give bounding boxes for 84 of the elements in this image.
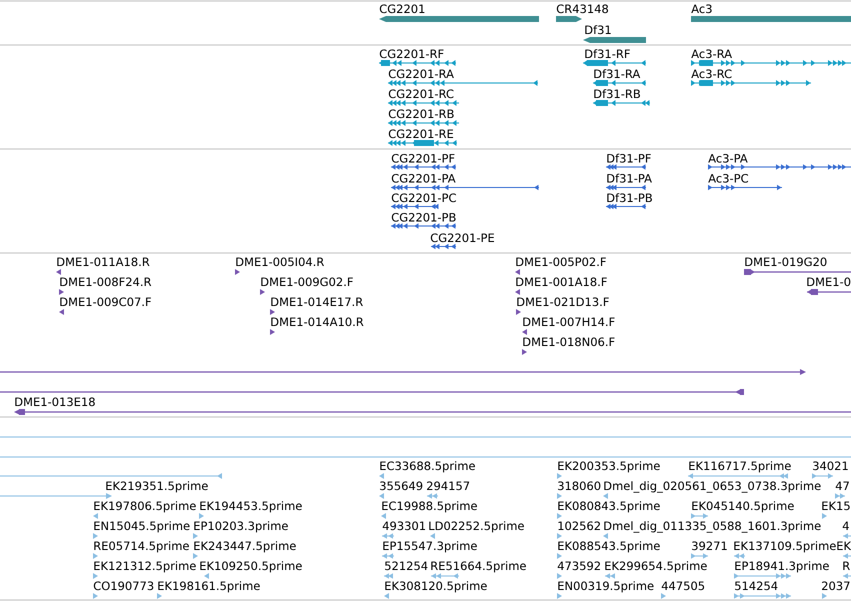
feature-label: EK045140.5prime bbox=[692, 501, 794, 512]
feature-label: Df31-PB bbox=[607, 193, 652, 202]
feature-label: 355649 bbox=[380, 481, 422, 490]
feature-label: EK219351.5prime bbox=[106, 481, 208, 492]
feature-label: EK bbox=[837, 542, 851, 550]
feature-label: DME1-019G20 bbox=[745, 257, 826, 266]
feature-label: RE05714.5prime bbox=[94, 541, 189, 552]
feature-label: DME1-007H14.F bbox=[523, 317, 615, 326]
feature-label: 318060 bbox=[558, 481, 600, 490]
feature-label: 493301 bbox=[382, 521, 426, 530]
feature-label: EC19988.5prime bbox=[382, 501, 477, 512]
feature-label: DME1-018N06.F bbox=[523, 337, 614, 346]
feature-label: EN15045.5prime bbox=[94, 521, 190, 532]
feature-label: Df31 bbox=[585, 25, 611, 34]
feature-label: EP10203.3prime bbox=[194, 521, 288, 532]
feature-label: 39271 bbox=[692, 541, 727, 550]
feature-label: Ac3-PA bbox=[708, 154, 748, 163]
feature-label: EN00319.5prime bbox=[558, 581, 654, 592]
feature-label: EP18941.3prime bbox=[735, 561, 829, 572]
feature-label: Dmel_dig_020561_0653_0738.3prime bbox=[604, 481, 821, 493]
feature-label: DME1-014A10.R bbox=[271, 317, 364, 326]
feature-label: DME1-0 bbox=[807, 277, 850, 286]
feature-label: CO190773 bbox=[94, 581, 154, 590]
feature-label: CG2201-RA bbox=[388, 69, 454, 78]
feature-label: 473592 bbox=[558, 561, 600, 570]
feature-label: CG2201-PC bbox=[392, 193, 456, 202]
feature-label: EC33688.5prime bbox=[380, 461, 475, 472]
feature-label: 34021 bbox=[813, 461, 848, 470]
feature-label: 294157 bbox=[427, 481, 470, 490]
feature-label: CG2201-PB bbox=[392, 212, 456, 222]
feature-label: Df31-RF bbox=[585, 49, 630, 58]
feature-label: DME1-013E18 bbox=[15, 397, 95, 406]
feature-label: R bbox=[843, 562, 850, 570]
feature-label: Ac3 bbox=[691, 4, 712, 14]
feature-label: Df31-RB bbox=[594, 89, 640, 98]
feature-label: Ac3-PC bbox=[708, 174, 748, 183]
feature-label: EK308120.5prime bbox=[385, 581, 487, 592]
feature-label: DME1-001A18.F bbox=[516, 277, 607, 286]
feature-label: EK080843.5prime bbox=[558, 501, 660, 512]
feature-label: EK194453.5prime bbox=[200, 501, 302, 512]
feature-label: RE51664.5prime bbox=[431, 561, 526, 572]
feature-label: 4 bbox=[842, 522, 849, 530]
feature-label: CG2201-RB bbox=[388, 109, 454, 118]
feature-label: Df31-PF bbox=[607, 154, 651, 163]
feature-label: 447505 bbox=[662, 581, 704, 590]
feature-label: CG2201-RC bbox=[388, 89, 454, 98]
feature-label: EK243447.5prime bbox=[194, 541, 296, 552]
feature-label: 102562 bbox=[558, 521, 600, 530]
feature-label: LD02252.5prime bbox=[429, 521, 524, 532]
feature-label: CG2201-PE bbox=[430, 233, 494, 242]
feature-label: CR43148 bbox=[556, 4, 608, 14]
feature-label: Ac3-RC bbox=[691, 69, 732, 78]
feature-label: 514254 bbox=[735, 581, 778, 590]
feature-label: EK088543.5prime bbox=[558, 541, 660, 552]
feature-label: DME1-011A18.R bbox=[57, 257, 150, 266]
feature-label: EK116717.5prime bbox=[689, 461, 791, 472]
feature-label: Df31-PA bbox=[607, 174, 652, 183]
feature-label: DME1-008F24.R bbox=[60, 277, 152, 286]
feature-label: DME1-005I04.R bbox=[236, 257, 324, 266]
feature-label: EK200353.5prime bbox=[558, 461, 660, 472]
feature-label: EK15 bbox=[822, 502, 850, 510]
feature-label: EK299654.5prime bbox=[605, 561, 707, 572]
feature-label: 2037 bbox=[822, 581, 850, 590]
feature-label: CG2201 bbox=[380, 4, 424, 14]
feature-label: CG2201-PA bbox=[392, 174, 456, 183]
feature-label: Df31-RA bbox=[594, 69, 640, 78]
feature-label: Ac3-RA bbox=[691, 49, 732, 58]
feature-label: CG2201-RE bbox=[388, 129, 454, 138]
feature-label: 521254 bbox=[385, 561, 428, 570]
feature-label: EK197806.5prime bbox=[94, 501, 196, 512]
feature-label: DME1-009G02.F bbox=[261, 277, 353, 286]
feature-label: 47 bbox=[836, 482, 849, 490]
feature-label: CG2201-RF bbox=[380, 49, 444, 58]
feature-label: DME1-005P02.F bbox=[516, 257, 606, 266]
feature-label: EP15547.3prime bbox=[383, 541, 477, 552]
feature-label: DME1-021D13.F bbox=[517, 297, 609, 306]
feature-label: DME1-009C07.F bbox=[60, 297, 151, 306]
feature-label: Dmel_dig_011335_0588_1601.3prime bbox=[604, 521, 821, 533]
feature-label: EK121312.5prime bbox=[94, 561, 196, 572]
feature-label: EK198161.5prime bbox=[158, 581, 260, 592]
feature-label: CG2201-PF bbox=[392, 154, 454, 163]
feature-label: DME1-014E17.R bbox=[271, 297, 363, 306]
feature-label: EK109250.5prime bbox=[200, 561, 302, 572]
feature-label: EK137109.5prime bbox=[734, 541, 836, 552]
